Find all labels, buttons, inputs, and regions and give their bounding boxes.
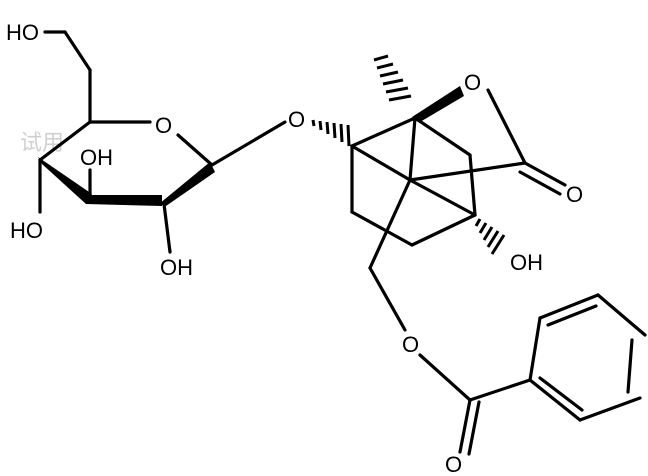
bond-cbottom-cchoh — [410, 213, 477, 247]
wedge-c-olactone — [412, 86, 464, 122]
hashed-bond-methyl — [373, 54, 412, 102]
bond-ch2-cchoh — [468, 153, 477, 217]
bond-cester-o-1 — [458, 398, 472, 454]
bond-c1-oglyc — [210, 120, 287, 167]
bond-olactone-co — [486, 88, 527, 165]
ring-bond-6 — [528, 378, 582, 422]
bond-ch2-oester — [368, 266, 407, 332]
ring-bond-3 — [596, 293, 647, 337]
wedge-c4-c3 — [38, 157, 92, 204]
label-ho-top: HO — [6, 20, 39, 45]
bond-oester-cester — [418, 353, 472, 402]
bond-ch2-cbottom — [350, 210, 414, 247]
wedge-c2-c1 — [159, 162, 215, 206]
label-o-carbonyl: O — [566, 182, 583, 207]
ring-bond-2 — [538, 293, 600, 320]
label-oh-right: OH — [510, 250, 543, 275]
label-o-lactone: O — [464, 70, 481, 95]
label-ho-left: HO — [10, 218, 43, 243]
ring-double-6 — [538, 376, 584, 412]
watermark: 试用 — [20, 130, 64, 155]
hashed-bond-glycosidic — [311, 119, 351, 147]
label-o-ester: O — [402, 332, 419, 357]
bond-c1-cbridge — [350, 144, 412, 182]
wedge-c3-c2 — [86, 195, 162, 206]
label-oh-bottom: OH — [160, 255, 193, 280]
bond-cester-o-2 — [467, 400, 481, 456]
sugar-ring — [38, 30, 287, 254]
ring-double-2 — [546, 304, 598, 327]
aglycone-cage — [311, 54, 567, 332]
bond-cq-ch2 — [413, 116, 472, 157]
bond-o-c1 — [176, 133, 214, 167]
ring-double-4 — [626, 338, 634, 394]
bond-cbridge-cchoh — [408, 178, 477, 217]
bond-cbridge-cq — [408, 116, 417, 182]
ring-bond-1 — [528, 316, 542, 382]
bond-co-o-1 — [523, 161, 567, 187]
bond-cester-ring — [468, 378, 532, 402]
label-o-ring: O — [155, 113, 172, 138]
bond-ch2-c5 — [63, 30, 92, 72]
label-o-glycosidic: O — [288, 107, 305, 132]
ring-bond-5 — [578, 396, 642, 422]
bond-cbridge-ch2o — [368, 178, 412, 270]
benzoate-group — [418, 293, 647, 456]
bond-co-o-2 — [518, 170, 562, 196]
bond-c2-oh — [162, 202, 172, 254]
bond-co-cbridge — [408, 161, 527, 182]
bond-c1-cq — [350, 116, 417, 148]
label-oh-ring: OH — [80, 145, 113, 170]
label-o-ester-carbonyl: O — [445, 452, 462, 476]
hashed-bond-oh — [474, 218, 506, 255]
bond-c5-c4 — [38, 120, 92, 162]
